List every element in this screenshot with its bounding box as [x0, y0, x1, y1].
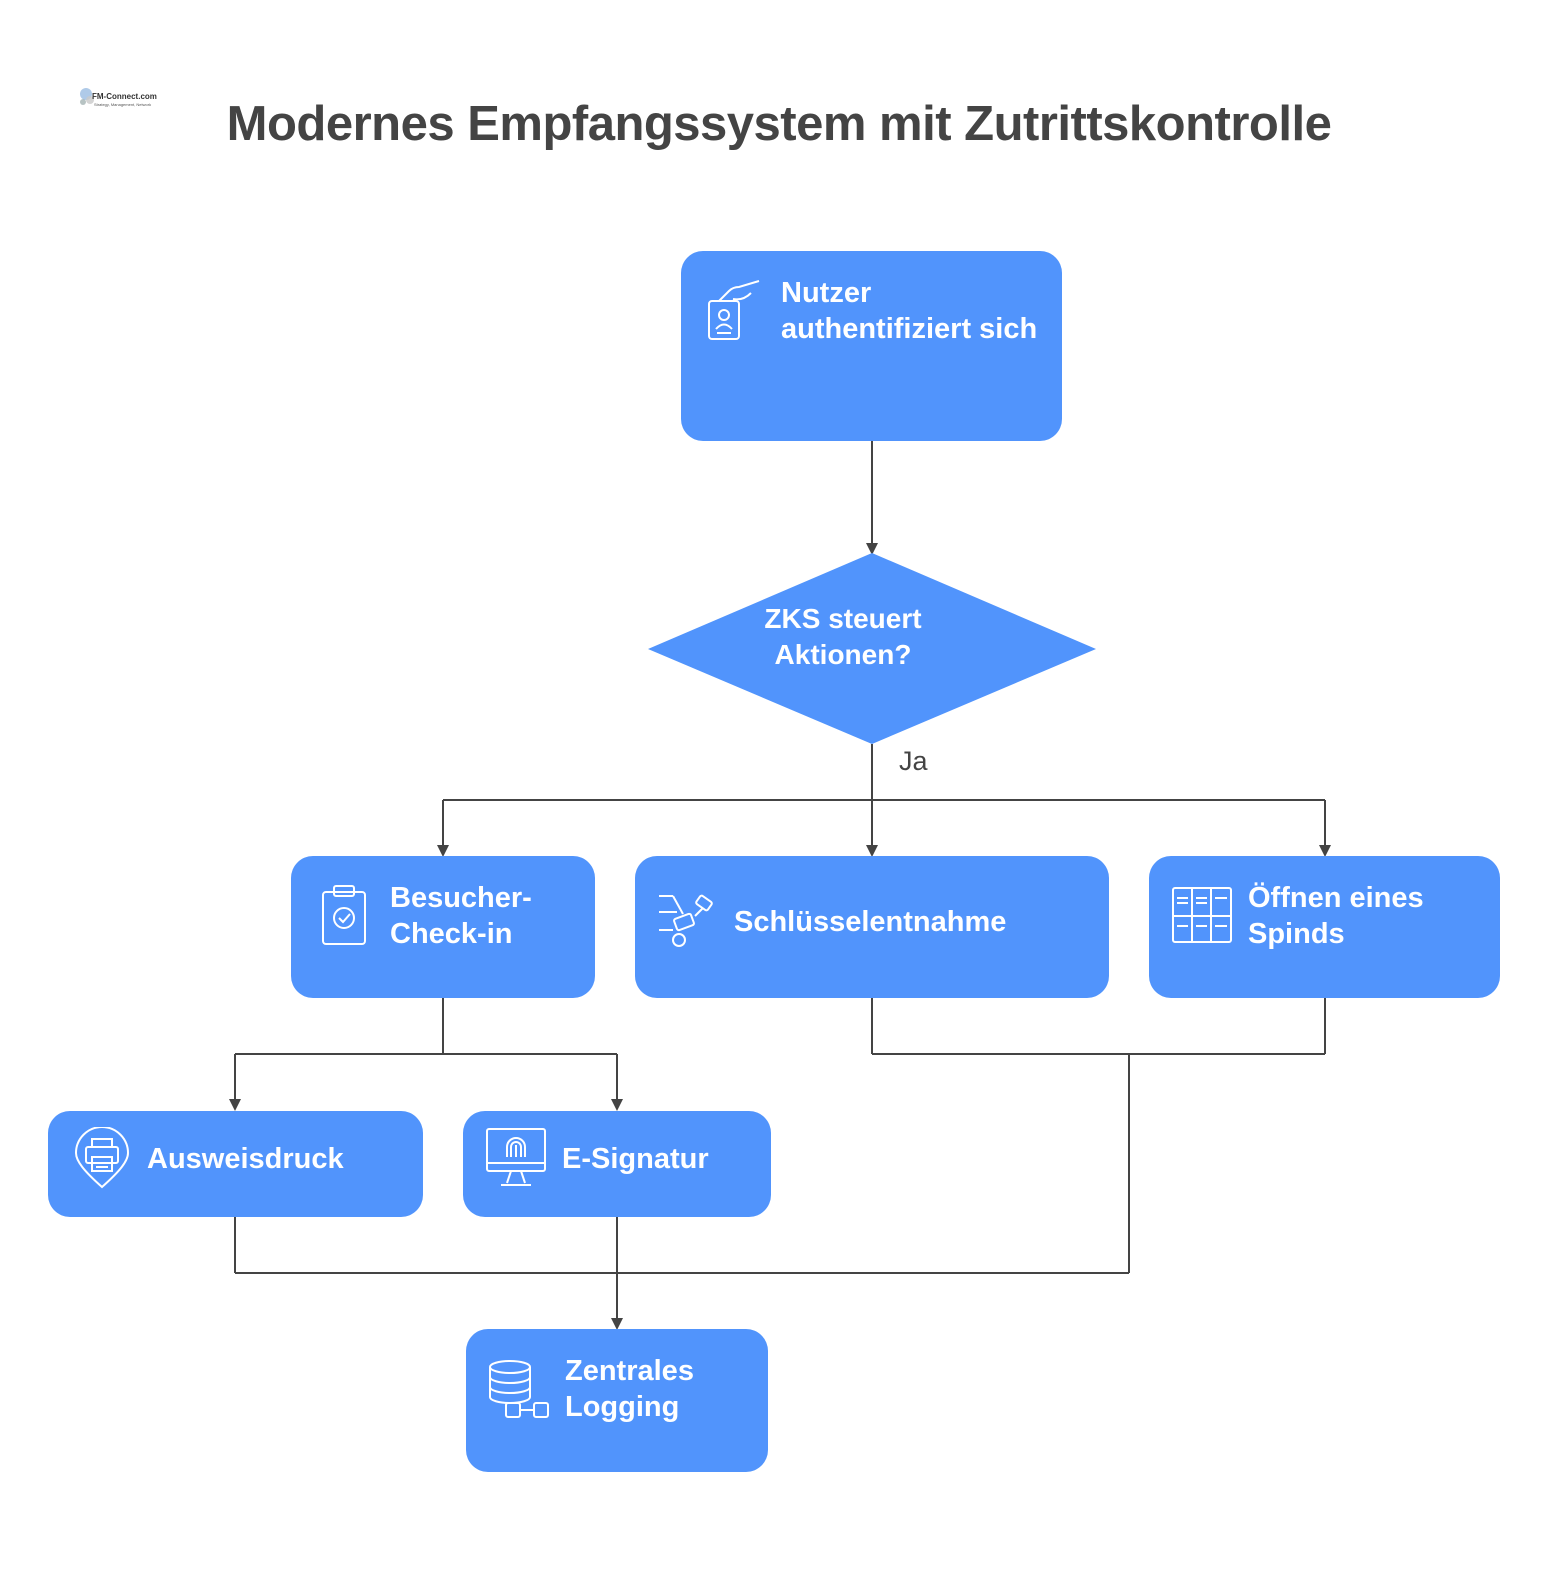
edge-label-yes: Ja	[899, 746, 928, 776]
printer-pin-icon	[74, 1127, 130, 1189]
logo-text: FM-Connect.com	[92, 92, 157, 101]
id-card-hand-icon	[708, 280, 760, 340]
page-title: Modernes Empfangssystem mit Zutrittskont…	[226, 97, 1332, 151]
logo-graphic	[80, 88, 94, 105]
node-esign: E-Signatur	[463, 1111, 771, 1217]
logo-subtext: Strategy, Management, Network	[94, 102, 152, 107]
logging-label: Zentrales Logging	[565, 1355, 694, 1423]
auth-label: Nutzer authentifiziert sich	[781, 277, 1038, 345]
esign-label: E-Signatur	[562, 1143, 709, 1175]
key-dispenser-icon	[659, 894, 713, 947]
locker-label: Öffnen eines Spinds	[1248, 882, 1424, 950]
badge-label: Ausweisdruck	[147, 1143, 344, 1175]
node-locker: Öffnen eines Spinds	[1149, 856, 1500, 998]
node-logging: Zentrales Logging	[466, 1329, 768, 1472]
node-checkin: Besucher-Check-in	[291, 856, 595, 998]
clipboard-check-icon	[322, 885, 366, 945]
node-key: Schlüsselentnahme	[635, 856, 1109, 998]
logo: FM-Connect.com Strategy, Management, Net…	[78, 84, 157, 110]
fingerprint-monitor-icon	[486, 1128, 546, 1186]
database-network-icon	[489, 1360, 549, 1418]
node-auth: Nutzer authentifiziert sich	[681, 251, 1062, 441]
decision-label: ZKS steuert Aktionen?	[764, 603, 922, 670]
node-badge: Ausweisdruck	[48, 1111, 423, 1217]
key-label: Schlüsselentnahme	[734, 906, 1007, 938]
checkin-label: Besucher-Check-in	[390, 882, 532, 950]
decision-diamond	[648, 553, 1096, 744]
locker-icon	[1172, 887, 1232, 943]
